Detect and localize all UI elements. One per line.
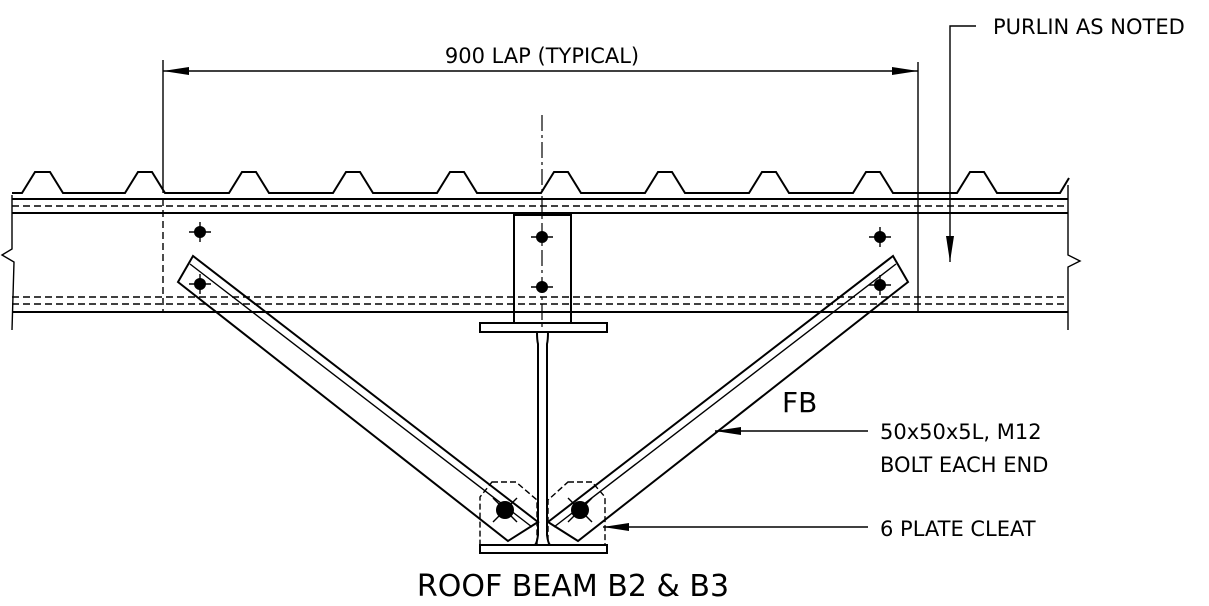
beam-top-flange (479, 322, 608, 333)
purlin-top-flange (12, 198, 1068, 214)
angle-label-line2: BOLT EACH END (880, 453, 1048, 477)
bolt-right-upper (869, 227, 891, 247)
roof-sheeting-profile (12, 171, 1070, 194)
fb-label: FB (782, 386, 817, 419)
right-break-line (1067, 185, 1082, 330)
purlin-bottom-flange (12, 296, 1068, 313)
left-angle-brace (176, 254, 540, 543)
bolt-left-lower (189, 274, 211, 294)
right-angle-brace (546, 254, 910, 543)
bolt-left-upper (189, 222, 211, 242)
left-plate-cleat (479, 481, 538, 546)
lap-dimension-label: 900 LAP (TYPICAL) (445, 44, 639, 68)
purlin-label: PURLIN AS NOTED (993, 15, 1185, 39)
bolt-base-left (492, 497, 518, 523)
bolt-base-right (567, 497, 593, 523)
beam-bottom-flange (479, 544, 608, 554)
angle-label-line1: 50x50x5L, M12 (880, 420, 1042, 444)
purlin-leader (946, 25, 976, 262)
cleat-label: 6 PLATE CLEAT (880, 517, 1036, 541)
bolt-cleat-lower (531, 281, 553, 293)
beam-web (534, 331, 551, 546)
bolt-right-lower (869, 275, 891, 295)
drawing-title: ROOF BEAM B2 & B3 (417, 569, 729, 604)
left-break-line (0, 195, 15, 331)
right-plate-cleat (547, 481, 606, 546)
bolt-cleat-upper (531, 231, 553, 243)
